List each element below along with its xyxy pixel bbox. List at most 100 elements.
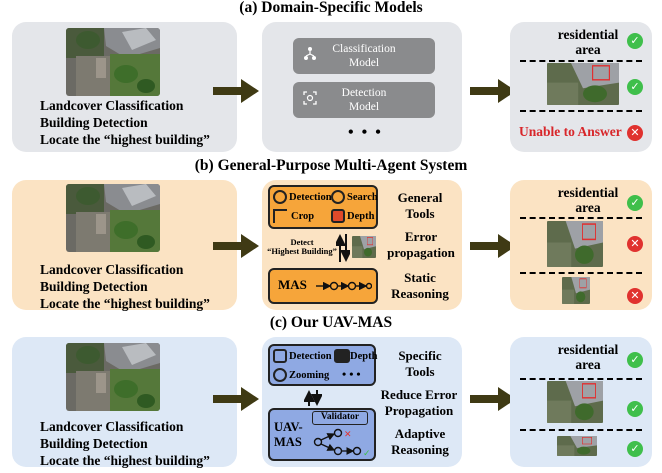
more-models-dots: • • • [348, 124, 383, 141]
output-label-c-line2: area [575, 357, 601, 372]
tool-crop: Crop [291, 211, 315, 222]
specific-line1: Specific [398, 348, 442, 363]
output-image-b2 [562, 277, 590, 304]
uav-line2: MAS [274, 435, 302, 449]
task-highest-building: Locate the “highest building” [40, 453, 210, 468]
detection-icon [273, 190, 287, 204]
svg-text:✕: ✕ [344, 430, 352, 440]
dashed-separator [520, 110, 642, 112]
more-tools-dots: • • • [342, 367, 361, 381]
detection-icon [273, 349, 287, 363]
classification-model-button: Classification Model [293, 38, 435, 74]
tool-detection: Detection [289, 351, 332, 362]
output-image-c [547, 381, 603, 423]
check-icon: ✓ [627, 441, 643, 457]
output-label-b-line2: area [575, 200, 601, 215]
hierarchy-icon [303, 46, 317, 62]
section-b-title: (b) General-Purpose Multi-Agent System [194, 157, 468, 174]
static-chain-icon [316, 281, 372, 291]
uav-mas-label: UAV- MAS [274, 420, 303, 450]
arrow-c2 [470, 387, 516, 411]
tool-zooming: Zooming [289, 370, 330, 381]
error-propagation-label: Error propagation [381, 229, 461, 261]
uav-line1: UAV- [274, 420, 303, 434]
dashed-separator [520, 378, 642, 380]
task-highest-building: Locate the “highest building” [40, 296, 210, 311]
detect-line1: Detect [290, 237, 314, 247]
detect-thumbnail [352, 236, 376, 258]
task-landcover: Landcover Classification [40, 419, 184, 434]
output-label-c-line1: residential [557, 342, 619, 357]
check-icon: ✓ [627, 401, 643, 417]
arrow-b1 [213, 234, 259, 258]
cross-icon: ✕ [627, 288, 643, 304]
static-line2: Reasoning [391, 286, 449, 301]
detect-line2: “Highest Building” [267, 246, 337, 256]
detection-model-line1: Detection [341, 87, 387, 99]
task-building-detection: Building Detection [40, 436, 148, 451]
cross-icon: ✕ [627, 236, 643, 252]
general-tools-box [268, 185, 378, 229]
output-image-a [547, 63, 619, 105]
arrow-c1 [213, 387, 259, 411]
mas-label: MAS [278, 277, 307, 292]
reduce-line1: Reduce Error [380, 387, 458, 402]
output-image-b [547, 221, 603, 267]
task-building-detection: Building Detection [40, 279, 148, 294]
classification-model-line1: Classification [332, 43, 396, 55]
detection-model-line2: Model [348, 101, 380, 113]
check-icon: ✓ [627, 195, 643, 211]
general-tools-line2: Tools [405, 206, 435, 221]
classification-model-line2: Model [348, 57, 380, 69]
aerial-image-b [66, 184, 160, 252]
error-propagation-arrows [336, 234, 350, 262]
arrow-a2 [470, 79, 516, 103]
aerial-image-a [66, 28, 160, 96]
output-label-b-line1: residential [557, 185, 619, 200]
section-c-title: (c) Our UAV-MAS [269, 314, 393, 331]
output-label-c: residential area [548, 342, 628, 372]
adaptive-reasoning-label: Adaptive Reasoning [383, 426, 457, 458]
depth-icon [331, 209, 345, 223]
tool-search: Search [347, 192, 378, 203]
dashed-separator [520, 429, 642, 431]
adaptive-graph-icon: ✕ ✓ [313, 428, 371, 458]
cross-icon: ✕ [627, 125, 643, 141]
arrow-a1 [213, 79, 259, 103]
error-line1: Error [404, 229, 438, 244]
adaptive-line2: Reasoning [391, 442, 449, 457]
section-a-title: (a) Domain-Specific Models [239, 0, 423, 16]
output-label-b: residential area [548, 185, 628, 215]
task-list-c: Landcover Classification Building Detect… [40, 418, 210, 469]
reduce-error-arrows [304, 390, 322, 406]
specific-tools-label: Specific Tools [383, 348, 457, 380]
static-reasoning-label: Static Reasoning [385, 270, 455, 302]
reduce-line2: Propagation [384, 403, 454, 418]
detection-model-button: Detection Model [293, 82, 435, 118]
tool-depth: Depth [350, 351, 378, 362]
svg-text:✓: ✓ [363, 449, 371, 458]
depth-icon [334, 349, 350, 363]
task-landcover: Landcover Classification [40, 262, 184, 277]
unable-to-answer-text: Unable to Answer [519, 124, 622, 139]
output-label-a-line2: area [575, 42, 601, 57]
output-image-c2 [557, 436, 597, 456]
dashed-separator [520, 217, 642, 219]
aerial-image-c [66, 343, 160, 411]
validator-badge: Validator [312, 411, 368, 425]
tool-detection: Detection [289, 192, 332, 203]
tool-depth: Depth [347, 211, 375, 222]
static-line1: Static [404, 270, 436, 285]
reduce-error-label: Reduce Error Propagation [376, 387, 462, 419]
general-tools-line1: General [397, 190, 443, 205]
check-icon: ✓ [627, 352, 643, 368]
arrow-b2 [470, 234, 516, 258]
task-list-a: Landcover Classification Building Detect… [40, 97, 210, 148]
general-tools-label: General Tools [385, 190, 455, 222]
detect-highest-label: Detect “Highest Building” [266, 238, 338, 256]
output-label-a: residential area [548, 27, 628, 57]
specific-line2: Tools [405, 364, 435, 379]
adaptive-line1: Adaptive [394, 426, 446, 441]
scan-icon [303, 90, 317, 106]
output-label-a-line1: residential [557, 27, 619, 42]
